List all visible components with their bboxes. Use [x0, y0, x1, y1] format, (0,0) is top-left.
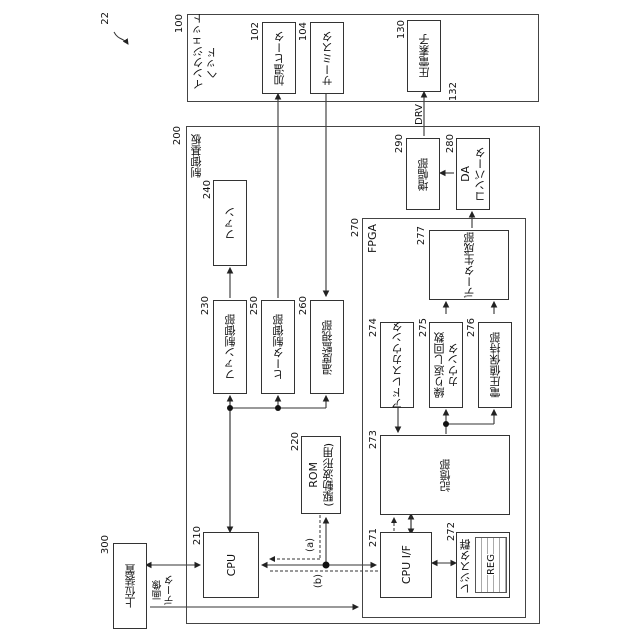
- cpu-if-box: CPU I/F: [380, 532, 432, 598]
- heater-label: 加温ヒータ: [273, 31, 286, 86]
- inkjet-head-frame: [187, 14, 539, 102]
- cpu-box: CPU: [203, 532, 259, 598]
- fpga-label: FPGA: [366, 224, 379, 253]
- temp-monitor-label: 温度監視部: [321, 320, 334, 375]
- drv-label: DRV: [414, 104, 425, 125]
- da-converter-label-1: DA: [459, 166, 472, 182]
- data-gen-label: データ生成部: [463, 232, 476, 298]
- heater-box: 加温ヒータ: [262, 22, 296, 94]
- piezo-label: 圧電素子: [418, 34, 431, 78]
- cpu-label: CPU: [225, 554, 238, 576]
- temp-monitor-box: 温度監視部: [310, 300, 344, 394]
- memory-label: 記憶部: [439, 459, 452, 492]
- amplifier-label: 増幅部: [417, 158, 430, 191]
- address-counter-label: アドレスカウンタ: [391, 321, 404, 409]
- fan-label: ファン: [224, 207, 237, 240]
- registers-ref: 272: [446, 522, 457, 541]
- image-data-label-2: データ: [164, 575, 177, 605]
- repeat-counter-box: 繰り返し回数 カウンタ: [429, 322, 463, 408]
- reg-block: REG: [475, 537, 507, 593]
- host-label: 上位装置: [124, 564, 137, 608]
- registers-label: レジスタ群: [459, 539, 472, 594]
- voltage-hold-box: 電圧値保持部: [478, 322, 512, 408]
- thermistor-box: サーミスタ: [310, 22, 344, 94]
- inkjet-head-ref: 100: [174, 14, 185, 33]
- inkjet-head-label-2: ヘッド: [206, 44, 219, 84]
- fan-control-label: ファン制御部: [224, 314, 237, 380]
- address-counter-ref: 274: [368, 318, 379, 337]
- thermistor-ref: 104: [298, 22, 309, 41]
- inkjet-head-label: インクジェット: [192, 20, 205, 90]
- da-converter-label-2: コンバータ: [474, 147, 487, 202]
- fan-ref: 240: [202, 180, 213, 199]
- piezo-ref: 130: [396, 20, 407, 39]
- repeat-counter-label-2: カウンタ: [447, 343, 460, 387]
- thermistor-label: サーミスタ: [321, 31, 334, 86]
- address-counter-box: アドレスカウンタ: [380, 322, 414, 408]
- da-converter-box: DA コンバータ: [456, 138, 490, 210]
- cpu-if-ref: 271: [368, 528, 379, 547]
- amplifier-ref: 290: [394, 134, 405, 153]
- voltage-hold-label: 電圧値保持部: [489, 332, 502, 398]
- data-gen-box: データ生成部: [429, 230, 509, 300]
- da-converter-ref: 280: [445, 134, 456, 153]
- fan-control-box: ファン制御部: [213, 300, 247, 394]
- reg-label: REG: [485, 554, 498, 575]
- memory-box: 記憶部: [380, 435, 510, 515]
- cpu-ref: 210: [192, 526, 203, 545]
- temp-monitor-ref: 260: [298, 296, 309, 315]
- heater-control-label: ヒータ制御部: [272, 314, 285, 380]
- rom-label: ROM: [307, 462, 320, 488]
- cpu-if-label: CPU I/F: [400, 545, 413, 584]
- inkjet-head-label-1: インクジェット: [192, 13, 205, 90]
- control-board-ref: 200: [172, 126, 183, 145]
- memory-ref: 273: [368, 430, 379, 449]
- figure-ref: 22: [100, 12, 111, 25]
- host-box: 上位装置: [113, 543, 147, 629]
- path-b-label: (b): [312, 574, 325, 588]
- piezo-box: 圧電素子: [407, 20, 441, 92]
- host-ref: 300: [100, 535, 111, 554]
- repeat-counter-ref: 275: [418, 318, 429, 337]
- path-a-label: (a): [304, 538, 317, 552]
- fan-box: ファン: [213, 180, 247, 266]
- data-gen-ref: 277: [416, 226, 427, 245]
- voltage-hold-ref: 276: [466, 318, 477, 337]
- fpga-ref: 270: [350, 218, 361, 237]
- rom-sublabel: (駆動波形用): [322, 443, 335, 507]
- heater-control-box: ヒータ制御部: [261, 300, 295, 394]
- amplifier-box: 増幅部: [406, 138, 440, 210]
- rom-ref: 220: [290, 432, 301, 451]
- fan-control-ref: 230: [200, 296, 211, 315]
- piezo-input-ref: 132: [448, 82, 459, 101]
- registers-box: レジスタ群 REG: [456, 532, 510, 598]
- repeat-counter-label-1: 繰り返し回数: [433, 332, 446, 398]
- rom-box: ROM (駆動波形用): [301, 436, 341, 514]
- control-board-label: 制御基板: [190, 134, 203, 178]
- heater-control-ref: 250: [249, 296, 260, 315]
- heater-ref: 102: [250, 22, 261, 41]
